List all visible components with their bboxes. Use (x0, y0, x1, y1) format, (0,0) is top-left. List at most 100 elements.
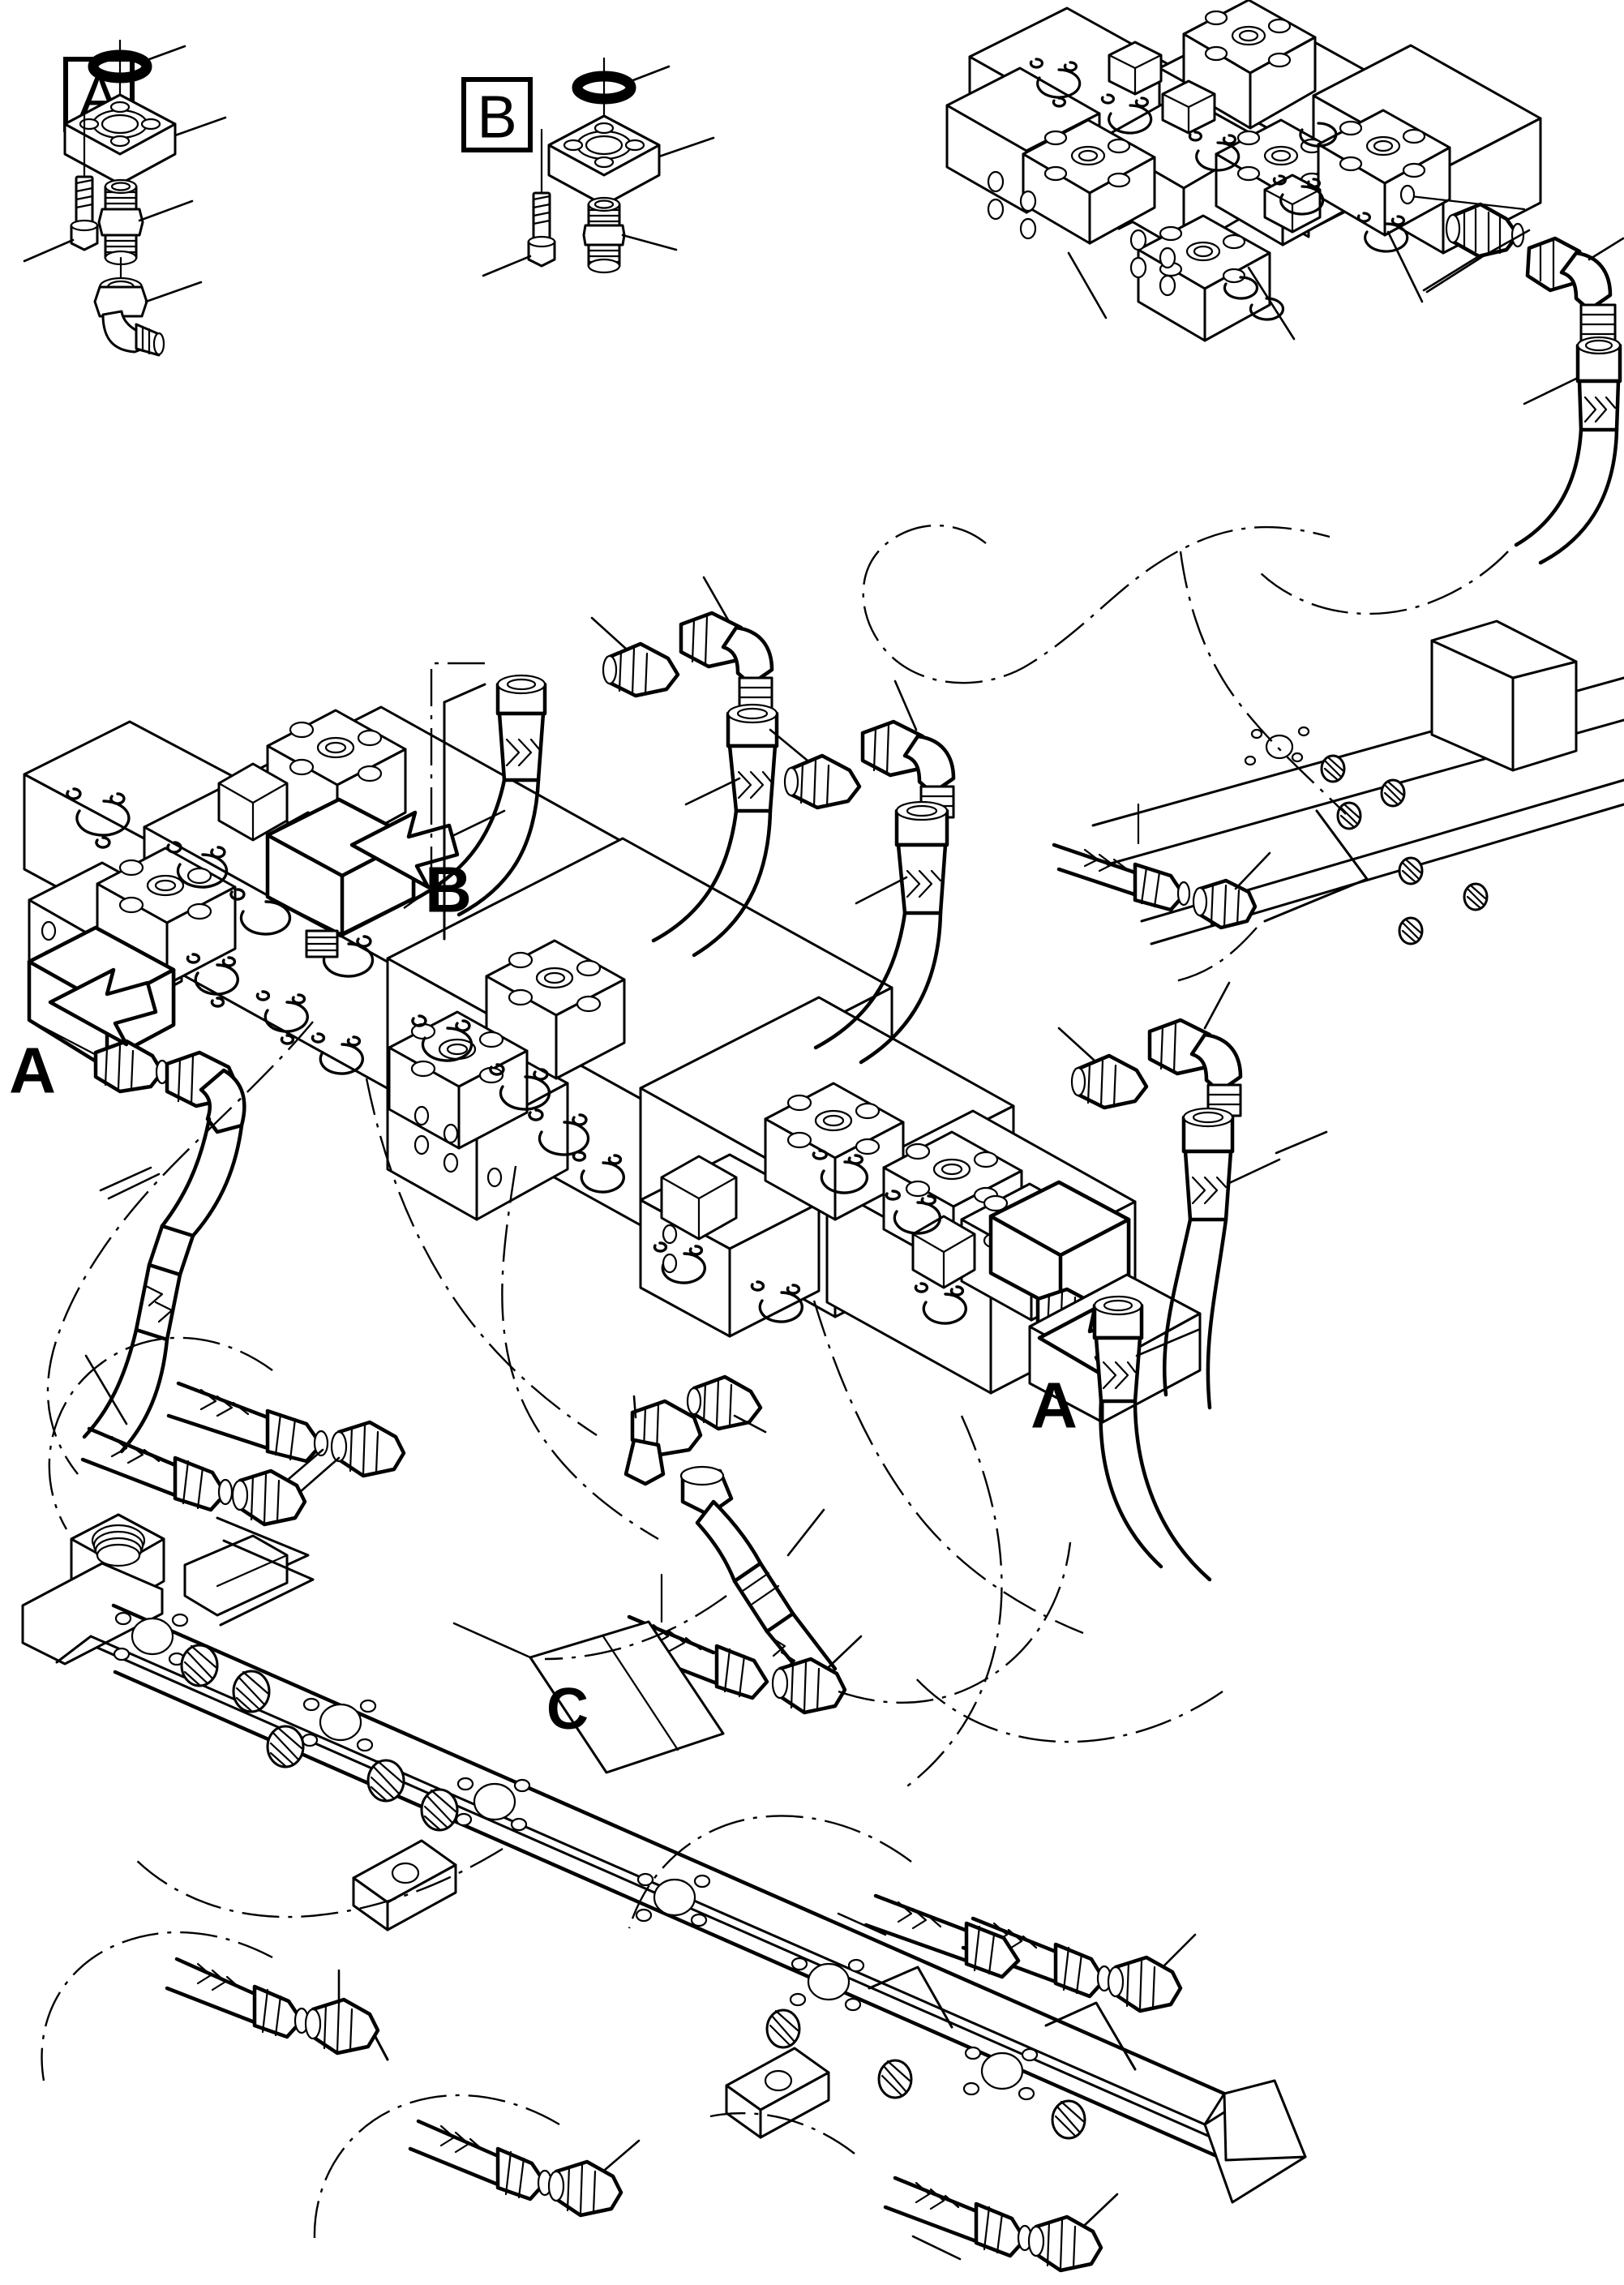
elbow-fitting-ur (1525, 236, 1617, 344)
elbow-r1 (1147, 1018, 1243, 1117)
leader-hose-1 (452, 809, 506, 837)
straight-fitting-b (582, 196, 626, 274)
detail-b-label: B (477, 84, 516, 151)
port-marks-main (66, 787, 967, 1325)
straight-adapter-1 (602, 641, 680, 698)
hose-end-L2 (80, 1426, 234, 1512)
plug-B2 (547, 2159, 623, 2218)
leader-elbow-ur (1588, 237, 1624, 261)
panel-c-label: C (546, 1677, 589, 1742)
bracket-right-frame (1263, 809, 1369, 923)
socket-bolt-a (70, 175, 99, 251)
solenoid-cap-1 (1182, 0, 1317, 130)
straight-adapter-r1 (1070, 1053, 1149, 1110)
hose-group-right (1057, 981, 1281, 1582)
leader-plug-B2 (603, 2139, 641, 2171)
hose-end-L1 (166, 1381, 329, 1464)
hose-group-upper-middle (403, 576, 956, 1065)
panel-c: C (529, 1620, 725, 1774)
hose-end-right-frame (1052, 803, 1191, 912)
hose-end-1 (495, 674, 547, 782)
beam-hole-group-4 (635, 1872, 711, 1927)
leader-adapter-c1 (733, 1414, 767, 1434)
leader-elbow-r1 (1203, 981, 1231, 1030)
hose-end-3 (894, 800, 949, 915)
hose-plug-cluster-left (80, 1381, 406, 1594)
leader-hose-3 (855, 876, 908, 905)
connector-fitting-a (97, 178, 144, 266)
upper-right-valve-manifold (945, 0, 1624, 565)
hose-end-B1 (165, 1957, 310, 2039)
hex-plug-m1 (217, 762, 289, 842)
hose-end-2 (726, 703, 779, 813)
hose-end-B4 (883, 2176, 1033, 2258)
beam-plugs (180, 1644, 1086, 2140)
flange-plate-a (63, 93, 177, 186)
beam-bracket-plate (1430, 619, 1578, 772)
solenoid-cap-3 (1317, 109, 1451, 237)
leader-plug-B4 (1083, 2193, 1119, 2227)
plug-B4 (1027, 2214, 1103, 2273)
detail-b-group: B (461, 57, 715, 277)
leader-plug-c2 (827, 1635, 863, 1669)
hose-end-r2 (1092, 1295, 1144, 1404)
hose-sleeve-left (134, 1224, 195, 1342)
hex-plug-u2 (1161, 79, 1216, 135)
hose-group-left (82, 1050, 246, 1454)
port-fitting-a-end (93, 1039, 169, 1094)
beam-hole-group-2 (301, 1697, 377, 1752)
solenoid-cap-4 (1022, 118, 1156, 245)
callout-arrow-b (349, 810, 460, 890)
hose-cluster-center (622, 1374, 863, 1715)
hose-guide-beam: C (21, 1513, 1307, 2204)
plug-L1 (330, 1420, 406, 1478)
flange-plate-b (547, 114, 661, 207)
beam-top-bracket (183, 1534, 289, 1617)
hose-routing-paths (41, 524, 1509, 2240)
leader-hose-r1 (1226, 1158, 1281, 1185)
port-face-upper (987, 170, 1176, 297)
hose-cluster-bottom-left (165, 1957, 641, 2218)
leader-o-ring-a (141, 45, 186, 63)
beam-hole-group-6 (962, 2046, 1039, 2101)
solenoid-cap-5 (1137, 214, 1271, 342)
leader-fitting-b (621, 234, 678, 251)
leader-flange-a (174, 116, 227, 137)
elbow-left-a (165, 1050, 246, 1134)
o-ring-a (88, 49, 152, 84)
detail-a-group: A (23, 39, 227, 357)
plug-B1 (304, 1997, 380, 2056)
leader-plug-L1 (298, 1456, 341, 1494)
leader-adapter-ur (1422, 255, 1480, 292)
hex-plug-m4 (911, 1215, 976, 1289)
leader-plug-L2 (287, 1448, 324, 1481)
mounting-lug-2 (725, 2047, 830, 2139)
main-valve-manifold (23, 705, 1202, 1424)
socket-bolt-b (527, 191, 556, 268)
detail-b-box (461, 77, 533, 152)
leader-plug-right-frame (1234, 851, 1271, 890)
leader-hose-2 (684, 777, 741, 806)
beam-plugs-right (1320, 754, 1489, 945)
hose-spring-guard (679, 1465, 838, 1687)
right-frame-beam (1052, 619, 1624, 945)
leader-hose-ur (1523, 376, 1579, 405)
hose-ur (1514, 427, 1583, 547)
mounting-lug-1 (352, 1839, 457, 1931)
leader-elbow-1 (702, 576, 731, 624)
straight-adapter-ur (1445, 202, 1525, 259)
beam-hole-group-3 (455, 1777, 531, 1832)
hex-plug-m3 (660, 1155, 738, 1241)
adapter-c1 (686, 1374, 763, 1431)
leader-lines (84, 229, 1531, 2261)
leader-adapter-r1 (1057, 1027, 1096, 1062)
leader-adapter-2 (769, 728, 809, 762)
leader-bolt-b (482, 255, 532, 277)
leader-elbow-2 (893, 679, 918, 731)
hose-end-B5 (863, 1893, 1021, 1979)
plug-B3 (1107, 1955, 1183, 2013)
callout-arrow-a2-label: A (1031, 1370, 1078, 1442)
leader-hose-r2 (1135, 1328, 1200, 1357)
leader-hose-left (99, 1166, 152, 1192)
